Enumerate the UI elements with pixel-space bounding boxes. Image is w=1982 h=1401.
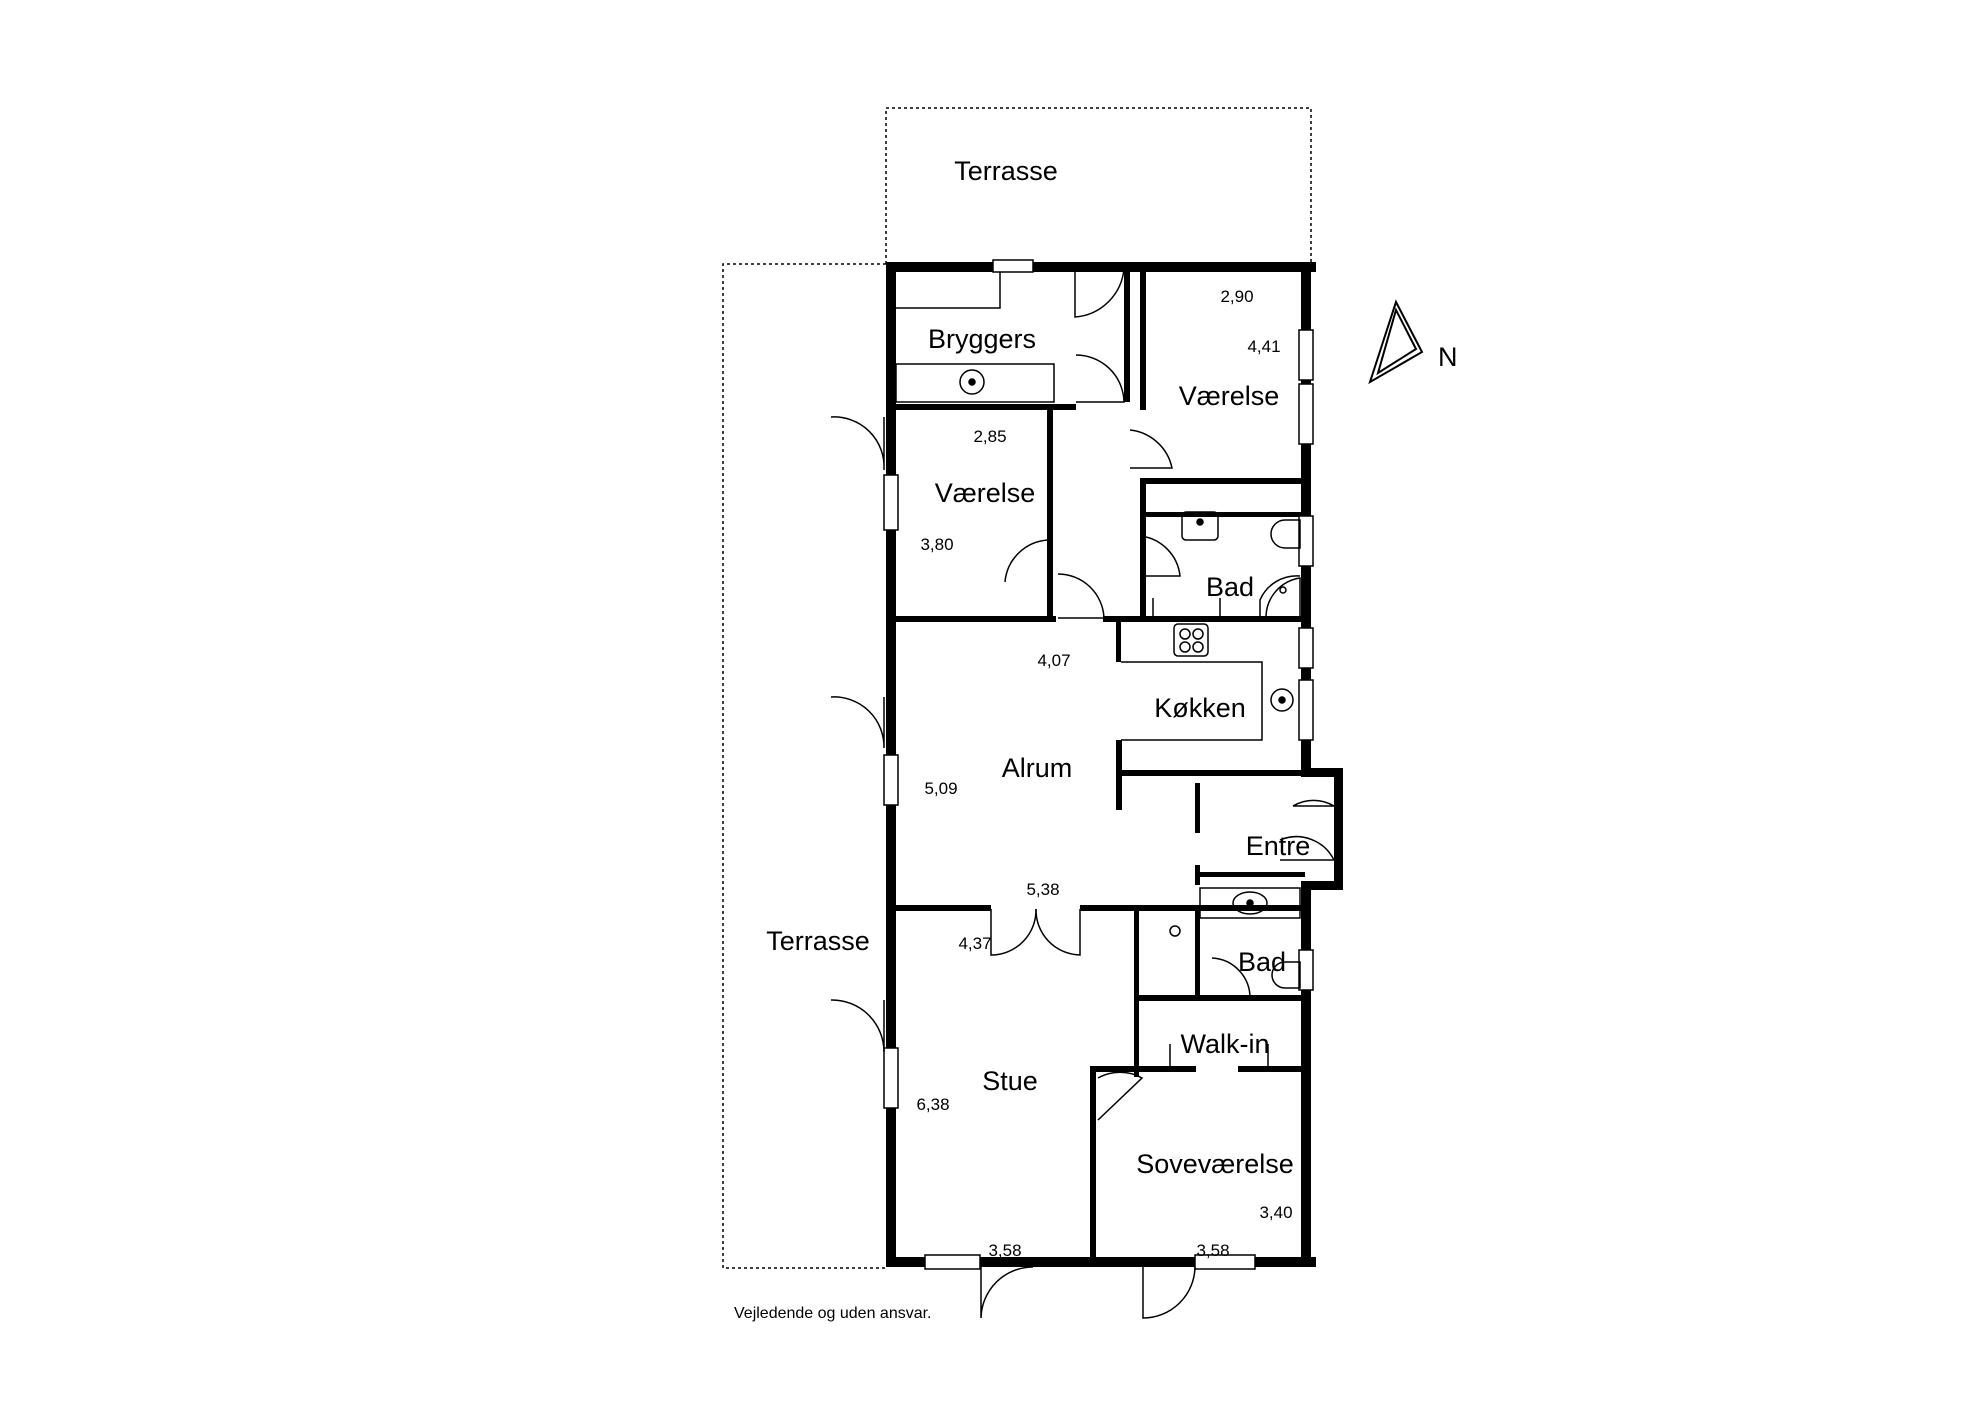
koekken-counter <box>1121 661 1263 741</box>
dim-stue-bottom: 3,58 <box>988 1241 1021 1260</box>
dim-sovevaerelse-side: 3,40 <box>1259 1203 1292 1222</box>
room-label-walk-in: Walk-in <box>1180 1029 1269 1059</box>
dim-vaerelse-w-depth: 3,80 <box>920 535 953 554</box>
bryggers-bench <box>895 363 1055 403</box>
room-label-bad-s: Bad <box>1238 947 1286 977</box>
terrace-label-left: Terrasse <box>766 926 870 956</box>
dim-stue-side: 6,38 <box>916 1095 949 1114</box>
room-label-entre: Entre <box>1246 831 1311 861</box>
windows <box>883 259 1314 1270</box>
dim-alrum-bottom: 5,38 <box>1026 880 1059 899</box>
stove-icon <box>1173 623 1209 657</box>
room-label-sovevaerelse: Soveværelse <box>1136 1149 1294 1179</box>
bryggers-counter <box>896 272 1001 309</box>
bryggers-sink-icon <box>959 369 985 395</box>
north-label: N <box>1438 342 1458 372</box>
room-label-bryggers: Bryggers <box>928 324 1036 354</box>
bad-n-shower-drain-icon <box>1279 586 1287 594</box>
disclaimer-text: Vejledende og uden ansvar. <box>734 1305 932 1322</box>
terrace-label-top: Terrasse <box>954 156 1058 186</box>
bad-s-sink-icon <box>1232 891 1268 915</box>
room-label-koekken: Køkken <box>1154 693 1246 723</box>
north-arrow-icon <box>1368 299 1424 385</box>
room-label-vaerelse-w: Værelse <box>935 478 1036 508</box>
room-label-alrum: Alrum <box>1002 753 1073 783</box>
bad-s-toilet-icon <box>1271 961 1301 989</box>
terrace-boundary <box>722 107 1312 1269</box>
koekken-sink-icon <box>1270 688 1294 712</box>
dim-vaerelse-w-width: 2,85 <box>973 427 1006 446</box>
doors <box>830 264 1337 1319</box>
room-label-stue: Stue <box>982 1066 1038 1096</box>
bad-n-toilet-icon <box>1270 519 1301 549</box>
exterior-walls <box>886 262 1343 1267</box>
interior-walls <box>896 272 1306 1260</box>
walk-in-drain-icon <box>1169 925 1181 937</box>
dim-vaerelse-ne-width: 2,90 <box>1220 287 1253 306</box>
bad-n-sink-icon <box>1181 511 1219 541</box>
room-label-bad-n: Bad <box>1206 572 1254 602</box>
dim-sovevaerelse-bottom: 3,58 <box>1196 1241 1229 1260</box>
dim-alrum-side: 5,09 <box>924 779 957 798</box>
bad-s-counter <box>1199 887 1301 919</box>
dim-stue-top: 4,37 <box>958 934 991 953</box>
dim-vaerelse-ne-depth: 4,41 <box>1247 337 1280 356</box>
room-label-vaerelse-ne: Værelse <box>1179 381 1280 411</box>
fixtures <box>895 272 1301 1066</box>
dim-alrum-top: 4,07 <box>1037 651 1070 670</box>
